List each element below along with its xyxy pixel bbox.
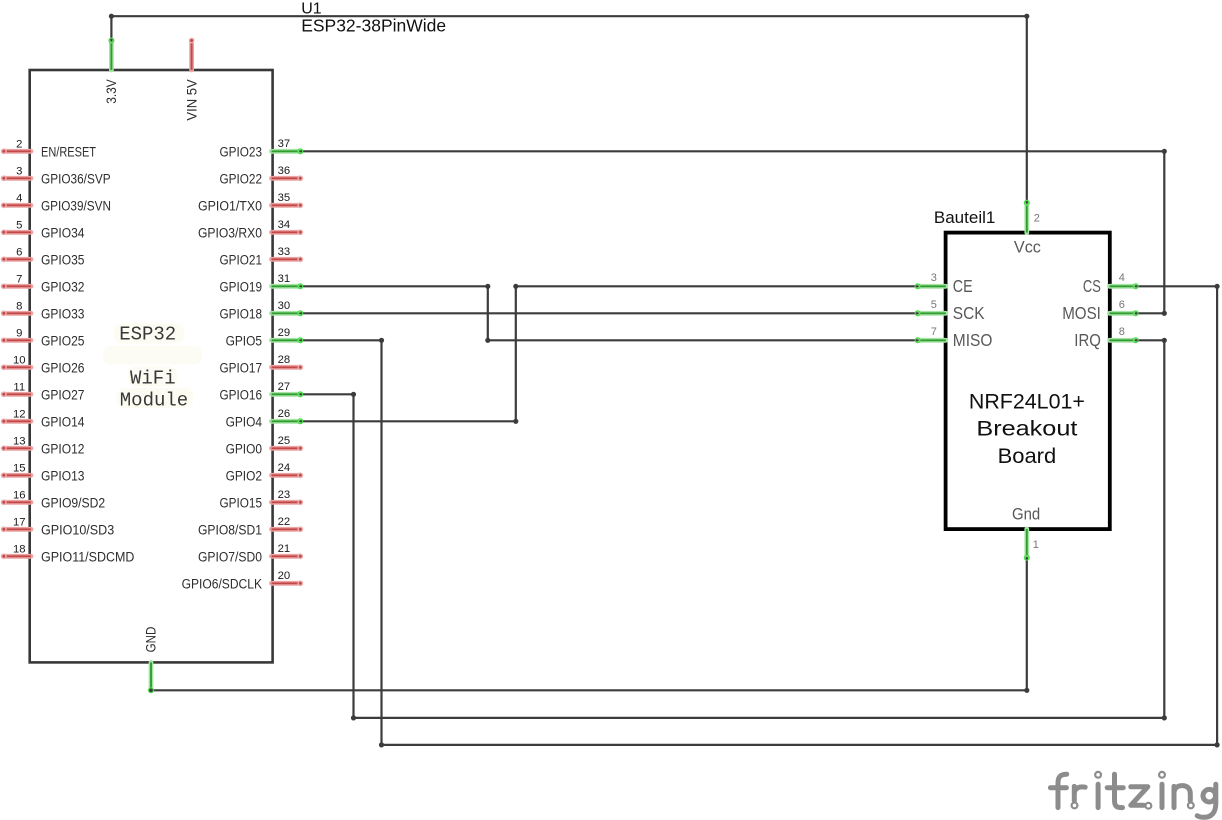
svg-text:GPIO27: GPIO27	[41, 387, 85, 402]
svg-text:GND: GND	[144, 626, 159, 652]
svg-text:GPIO15: GPIO15	[220, 495, 263, 510]
svg-text:VIN 5V: VIN 5V	[184, 79, 199, 120]
svg-text:29: 29	[278, 327, 291, 339]
svg-text:GPIO6/SDCLK: GPIO6/SDCLK	[182, 576, 262, 591]
svg-text:8: 8	[1119, 326, 1125, 338]
svg-text:Module: Module	[120, 389, 188, 411]
svg-text:GPIO19: GPIO19	[220, 279, 263, 294]
svg-text:23: 23	[278, 489, 291, 501]
svg-text:17: 17	[13, 517, 26, 529]
svg-text:6: 6	[16, 247, 22, 259]
svg-text:GPIO22: GPIO22	[220, 171, 263, 186]
svg-text:28: 28	[278, 354, 291, 366]
svg-text:MOSI: MOSI	[1062, 303, 1101, 323]
svg-text:30: 30	[278, 300, 291, 312]
svg-text:Board: Board	[998, 444, 1057, 468]
svg-text:GPIO17: GPIO17	[220, 360, 263, 375]
svg-text:10: 10	[13, 355, 26, 367]
svg-text:GPIO0: GPIO0	[226, 441, 262, 456]
svg-text:ESP32-38PinWide: ESP32-38PinWide	[301, 15, 446, 35]
svg-text:CS: CS	[1083, 276, 1101, 296]
svg-text:26: 26	[278, 408, 291, 420]
svg-text:33: 33	[278, 246, 291, 258]
svg-text:1: 1	[1033, 539, 1039, 551]
svg-text:GPIO11/SDCMD: GPIO11/SDCMD	[41, 549, 135, 564]
svg-text:WiFi: WiFi	[130, 367, 176, 389]
svg-text:Breakout: Breakout	[976, 417, 1077, 441]
svg-text:16: 16	[13, 490, 26, 502]
svg-text:9: 9	[16, 328, 22, 340]
svg-text:GPIO7/SD0: GPIO7/SD0	[198, 549, 262, 564]
svg-text:15: 15	[13, 463, 26, 475]
svg-text:8: 8	[16, 301, 22, 313]
svg-text:21: 21	[278, 543, 291, 555]
svg-text:20: 20	[278, 570, 291, 582]
svg-text:6: 6	[1119, 299, 1125, 311]
svg-text:12: 12	[13, 409, 26, 421]
svg-text:5: 5	[931, 299, 937, 311]
svg-text:13: 13	[13, 436, 26, 448]
svg-text:GPIO16: GPIO16	[220, 387, 263, 402]
svg-text:GPIO10/SD3: GPIO10/SD3	[41, 522, 114, 537]
svg-text:GPIO9/SD2: GPIO9/SD2	[41, 495, 105, 510]
svg-text:GPIO8/SD1: GPIO8/SD1	[198, 522, 262, 537]
svg-text:18: 18	[13, 544, 26, 556]
svg-text:GPIO25: GPIO25	[41, 333, 85, 348]
svg-text:3: 3	[16, 166, 22, 178]
svg-text:24: 24	[278, 462, 291, 474]
svg-text:7: 7	[931, 326, 937, 338]
svg-text:2: 2	[16, 139, 22, 151]
svg-text:GPIO32: GPIO32	[41, 279, 85, 294]
svg-text:IRQ: IRQ	[1074, 330, 1101, 350]
svg-text:31: 31	[278, 273, 291, 285]
svg-text:EN/RESET: EN/RESET	[41, 144, 96, 159]
svg-text:11: 11	[13, 382, 25, 394]
svg-text:3: 3	[931, 272, 937, 284]
svg-text:Gnd: Gnd	[1012, 505, 1040, 523]
svg-text:GPIO3/RX0: GPIO3/RX0	[198, 225, 262, 240]
svg-text:GPIO33: GPIO33	[41, 306, 85, 321]
svg-text:GPIO12: GPIO12	[41, 441, 85, 456]
svg-text:7: 7	[16, 274, 22, 286]
svg-text:GPIO13: GPIO13	[41, 468, 85, 483]
svg-text:GPIO21: GPIO21	[220, 252, 263, 267]
svg-text:34: 34	[278, 219, 291, 231]
svg-text:GPIO2: GPIO2	[226, 468, 262, 483]
svg-text:GPIO26: GPIO26	[41, 360, 85, 375]
svg-text:MISO: MISO	[953, 330, 993, 350]
svg-text:36: 36	[278, 165, 291, 177]
svg-text:NRF24L01+: NRF24L01+	[969, 389, 1085, 413]
svg-text:3.3V: 3.3V	[104, 79, 119, 104]
svg-text:35: 35	[278, 192, 291, 204]
svg-text:GPIO34: GPIO34	[41, 225, 85, 240]
svg-text:25: 25	[278, 435, 291, 447]
svg-text:CE: CE	[953, 276, 973, 296]
svg-text:37: 37	[278, 138, 291, 150]
svg-text:GPIO39/SVN: GPIO39/SVN	[41, 198, 111, 213]
svg-text:GPIO23: GPIO23	[220, 144, 263, 159]
svg-text:U1: U1	[301, 0, 322, 17]
svg-text:Bauteil1: Bauteil1	[934, 208, 995, 227]
svg-text:4: 4	[16, 193, 22, 205]
svg-text:5: 5	[16, 220, 22, 232]
svg-text:GPIO36/SVP: GPIO36/SVP	[41, 171, 111, 186]
svg-text:GPIO4: GPIO4	[226, 414, 263, 429]
svg-text:GPIO35: GPIO35	[41, 252, 85, 267]
svg-text:Vcc: Vcc	[1014, 238, 1041, 256]
svg-text:22: 22	[278, 516, 291, 528]
svg-text:SCK: SCK	[953, 303, 985, 323]
svg-text:GPIO14: GPIO14	[41, 414, 85, 429]
svg-text:GPIO18: GPIO18	[220, 306, 263, 321]
svg-text:4: 4	[1119, 272, 1125, 284]
svg-text:27: 27	[278, 381, 291, 393]
svg-text:2: 2	[1034, 212, 1040, 224]
svg-text:GPIO5: GPIO5	[226, 333, 262, 348]
svg-text:ESP32: ESP32	[119, 324, 176, 346]
svg-text:GPIO1/TX0: GPIO1/TX0	[198, 198, 262, 213]
